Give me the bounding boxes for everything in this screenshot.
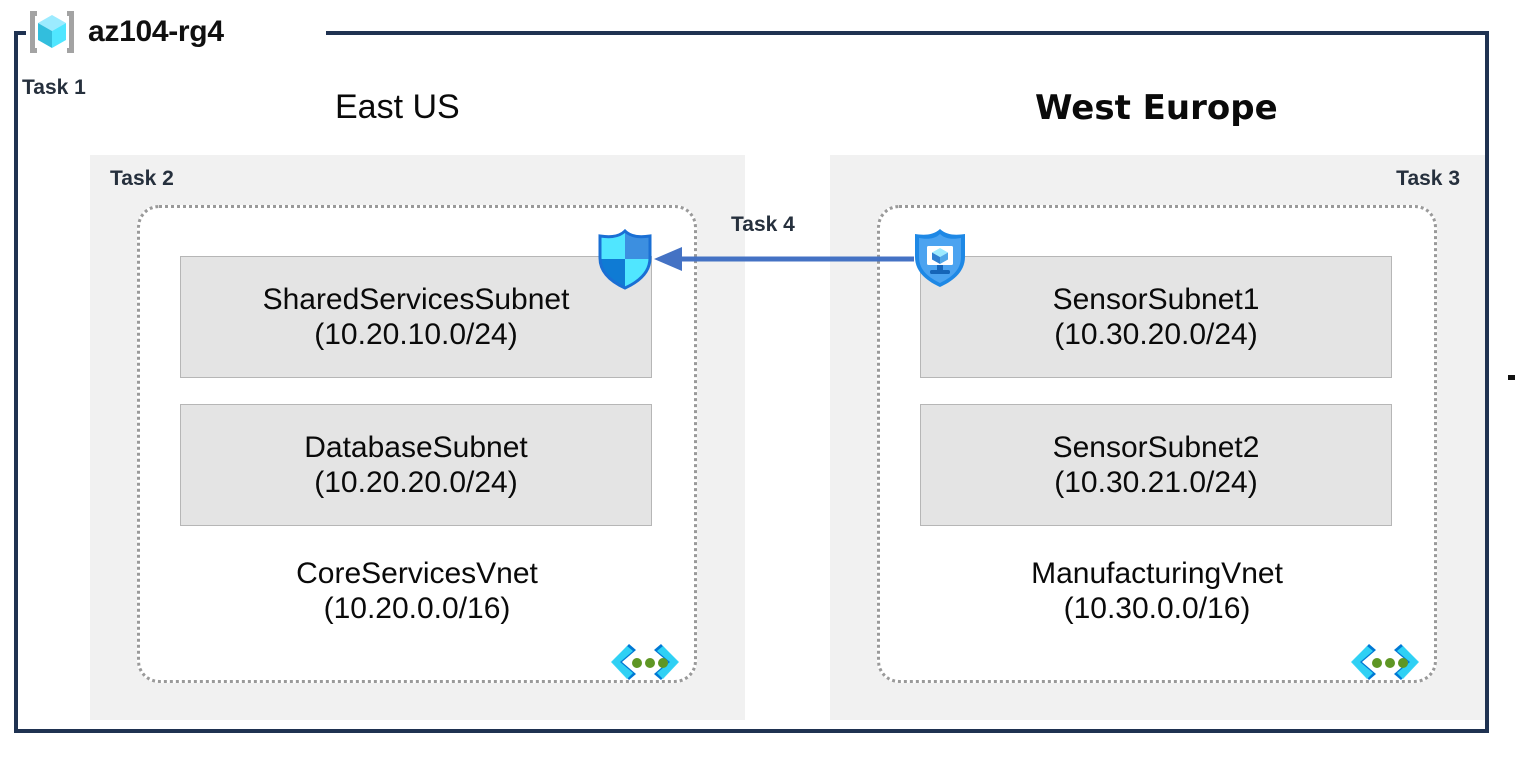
subnet-name: SensorSubnet1: [1052, 282, 1260, 316]
vnet-core-services: SharedServicesSubnet (10.20.10.0/24) Dat…: [137, 205, 697, 683]
region-title-east-us: East US: [335, 88, 460, 126]
vnet-name: ManufacturingVnet: [1031, 557, 1283, 590]
vnet-cidr: (10.20.0.0/16): [323, 592, 511, 626]
resource-group-frame: [14, 31, 1489, 733]
resource-group-header: az104-rg4: [26, 8, 224, 56]
vnet-label-manufacturing: ManufacturingVnet (10.30.0.0/16): [880, 556, 1434, 627]
region-container-east-us: Task 2 SharedServicesSubnet (10.20.10.0/…: [90, 155, 745, 720]
subnet-sensor-1: SensorSubnet1 (10.30.20.0/24): [920, 256, 1392, 378]
subnet-cidr: (10.30.21.0/24): [1054, 466, 1258, 499]
subnet-shared-services: SharedServicesSubnet (10.20.10.0/24): [180, 256, 652, 378]
subnet-cidr: (10.20.10.0/24): [314, 318, 518, 351]
resource-group-cube-icon: [26, 8, 78, 56]
subnet-database: DatabaseSubnet (10.20.20.0/24): [180, 404, 652, 526]
subnet-name: SharedServicesSubnet: [262, 282, 570, 316]
edge-tick-mark: [1508, 375, 1515, 380]
subnet-sensor-2: SensorSubnet2 (10.30.21.0/24): [920, 404, 1392, 526]
subnet-name: DatabaseSubnet: [304, 430, 528, 464]
task-label-4: Task 4: [731, 213, 795, 236]
vnet-cidr: (10.30.0.0/16): [1063, 592, 1251, 626]
subnet-cidr: (10.30.20.0/24): [1054, 318, 1258, 351]
vnet-name: CoreServicesVnet: [296, 557, 538, 590]
vnet-label-core-services: CoreServicesVnet (10.20.0.0/16): [140, 556, 694, 627]
region-title-west-europe: West Europe: [1035, 88, 1278, 128]
resource-group-title-mask: [26, 18, 326, 44]
task-label-3: Task 3: [1396, 167, 1460, 190]
subnet-cidr: (10.20.20.0/24): [314, 466, 518, 499]
task-label-1: Task 1: [22, 76, 86, 99]
task-label-2: Task 2: [110, 167, 174, 190]
resource-group-name: az104-rg4: [88, 15, 224, 48]
subnet-name: SensorSubnet2: [1052, 430, 1260, 464]
vnet-manufacturing: SensorSubnet1 (10.30.20.0/24) SensorSubn…: [877, 205, 1437, 683]
